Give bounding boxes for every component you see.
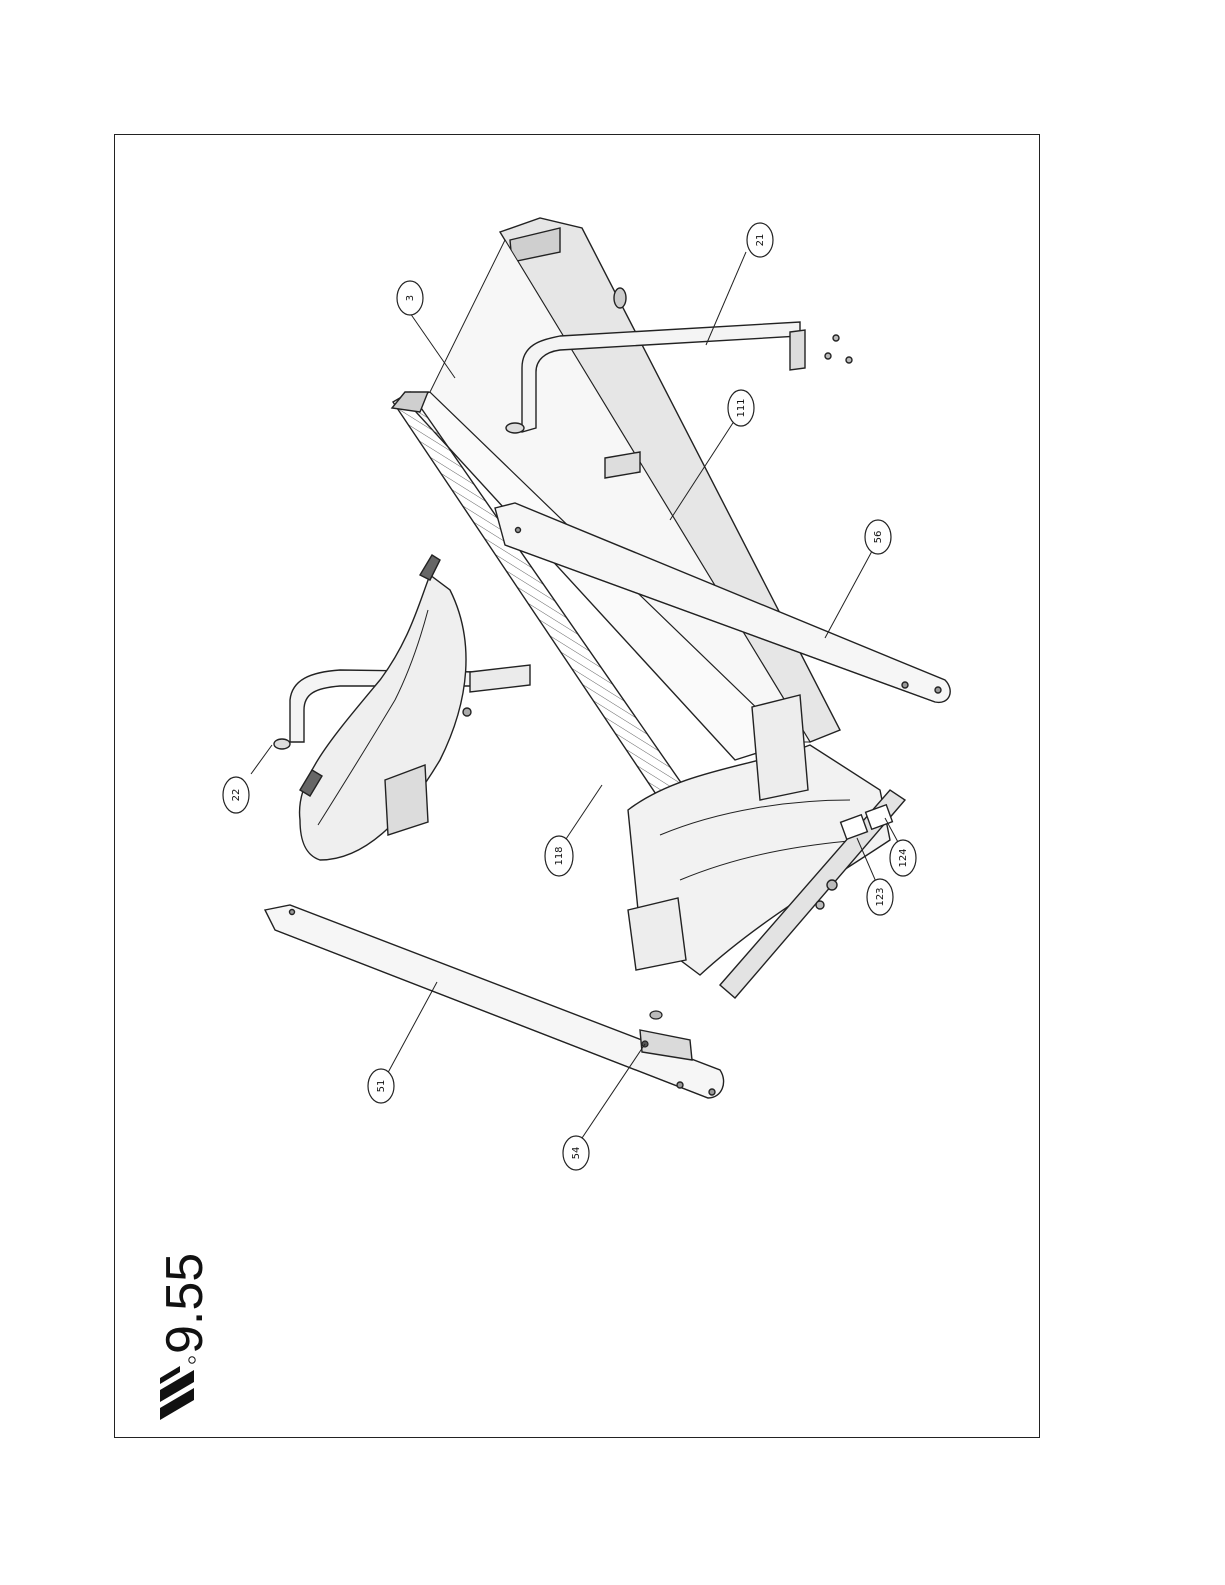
svg-text:54: 54 — [571, 1147, 582, 1160]
callout-56: 56 — [865, 520, 891, 554]
model-logo: 9.55 — [150, 1232, 220, 1422]
brand-slash-logo-icon — [160, 1357, 195, 1420]
svg-text:118: 118 — [554, 846, 565, 865]
callout-22: 22 — [223, 777, 249, 813]
callout-118: 118 — [545, 836, 573, 876]
console-assembly-part-22 — [274, 555, 530, 860]
callout-123: 123 — [867, 879, 893, 915]
svg-text:21: 21 — [755, 234, 766, 247]
callout-21: 21 — [747, 223, 773, 257]
svg-text:56: 56 — [873, 531, 884, 544]
svg-text:124: 124 — [898, 848, 909, 867]
svg-text:22: 22 — [231, 789, 242, 802]
callout-111: 111 — [728, 390, 754, 426]
svg-text:51: 51 — [376, 1080, 387, 1093]
callout-3: 3 — [397, 281, 423, 315]
callout-51: 51 — [368, 1069, 394, 1103]
callout-54: 54 — [563, 1136, 589, 1170]
svg-text:3: 3 — [405, 295, 416, 301]
svg-text:123: 123 — [875, 887, 886, 906]
model-number: 9.55 — [156, 1253, 214, 1354]
svg-text:111: 111 — [736, 398, 747, 417]
callout-124: 124 — [890, 840, 916, 876]
